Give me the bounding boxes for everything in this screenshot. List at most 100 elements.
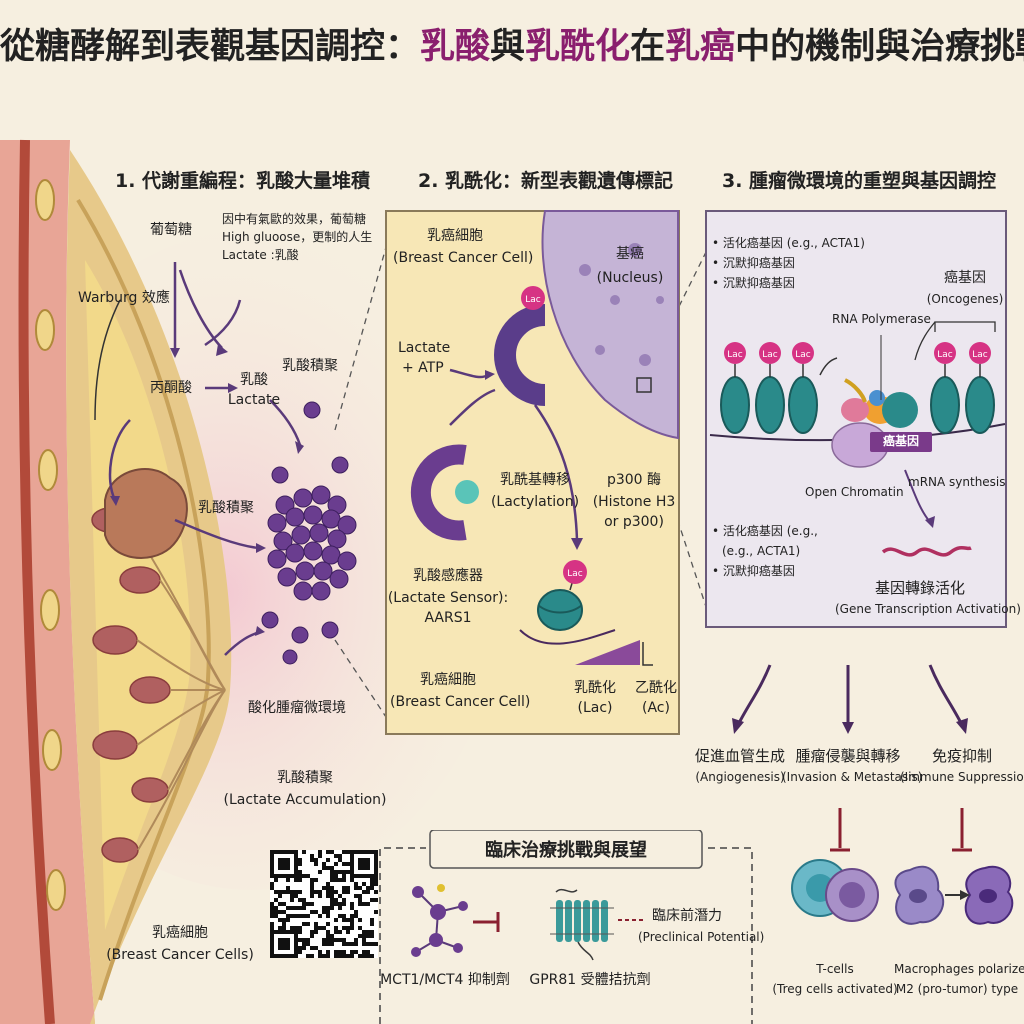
qr-module [274,898,278,902]
lactate-zh-label: 乳酸 [240,372,268,388]
ducts [127,519,226,851]
qr-module [346,862,350,866]
qr-module [342,890,346,894]
qr-module [278,890,282,894]
mct-inhibitor-molecule [411,884,468,957]
qr-module [274,906,278,910]
qr-module [326,886,330,890]
qr-module [350,954,354,958]
accum-label-2: 乳酸積聚 [198,500,254,516]
qr-module [330,902,334,906]
macrophage-label-1: Macrophages polarize [894,962,1024,976]
sec3-list2-item3: • 沉默抑癌基因 [712,564,795,578]
warburg-label: Warburg 效應 [78,290,170,306]
qr-module [326,938,330,942]
qr-module [362,930,366,934]
breast-tissue-inner [85,260,191,930]
qr-module [338,858,342,862]
qr-module [346,886,350,890]
qr-module [358,866,362,870]
qr-module [294,946,298,950]
cell-en-label: (Breast Cancer Cell) [393,250,534,266]
qr-module [326,906,330,910]
qr-module [290,898,294,902]
preclinical-zh-label: 臨床前潛力 [652,908,722,924]
sec3-list1-item2: • 沉默抑癌基因 [712,256,795,270]
qr-module [370,886,374,890]
qr-module [322,906,326,910]
qr-module [286,918,290,922]
qr-module [366,874,370,878]
qr-module [310,858,314,862]
t-cells [791,859,879,922]
qr-module [338,938,342,942]
qr-module [342,878,346,882]
outcome-angiogenesis-en: (Angiogenesis) [695,770,785,784]
qr-module [294,926,298,930]
accum-label-1: 乳酸積聚 [282,358,338,374]
qr-module [290,874,294,878]
qr-module [274,874,278,878]
qr-module [314,922,318,926]
section1-heading: 1. 代謝重編程：乳酸大量堆積 [115,170,371,192]
lactate-atp-1: Lactate [398,340,451,356]
qr-module [334,950,338,954]
qr-module [270,886,274,890]
qr-module [282,918,286,922]
qr-module [286,942,290,946]
qr-module [370,874,374,878]
qr-module [342,918,346,922]
qr-module [270,954,274,958]
qr-module [334,938,338,942]
lac-label-en: (Lac) [577,700,613,716]
qr-module [326,942,330,946]
qr-module [310,894,314,898]
qr-module [282,922,286,926]
qr-module [350,902,354,906]
qr-module [350,850,354,854]
glucose-note-3: Lactate :乳酸 [222,248,299,262]
svg-text:Lac: Lac [727,350,743,360]
qr-module [298,914,302,918]
qr-module [274,850,278,854]
qr-module [326,950,330,954]
qr-module [270,930,274,934]
qr-module [286,914,290,918]
qr-module [294,894,298,898]
qr-module [302,898,306,902]
qr-module [346,942,350,946]
qr-module [274,930,278,934]
qr-module [330,934,334,938]
qr-module [290,850,294,854]
svg-text:Lac: Lac [937,350,953,360]
cells-en: (Breast Cancer Cells) [106,947,254,963]
qr-module [370,934,374,938]
qr-module [270,946,274,950]
nucleosome [519,589,616,645]
qr-module [322,942,326,946]
qr-module [366,862,370,866]
qr-module [342,914,346,918]
qr-module [298,898,302,902]
svg-text:Lac: Lac [972,350,988,360]
qr-module [366,890,370,894]
qr-module [342,954,346,958]
qr-module [302,942,306,946]
rib-line [18,139,55,1024]
qr-module [270,866,274,870]
qr-module [374,910,378,914]
sec3-list2-item2: (e.g., ACTA1) [722,544,801,558]
qr-module [286,878,290,882]
sec3-list1-item1: • 活化癌基因 (e.g., ACTA1) [712,236,865,250]
sensor-substrate [455,480,479,504]
qr-module [302,938,306,942]
qr-module [306,902,310,906]
qr-module [278,902,282,906]
lactate-molecules [261,401,357,665]
clinical-heading-box [429,830,703,869]
sec3-list2-item1: • 活化癌基因 (e.g., [712,524,818,538]
lac-badge-top-text: Lac [525,295,541,305]
glucose-label: 葡萄糖 [150,222,192,238]
glucose-note-2: High gluoose，更制的人生 [222,230,373,244]
qr-module [358,954,362,958]
